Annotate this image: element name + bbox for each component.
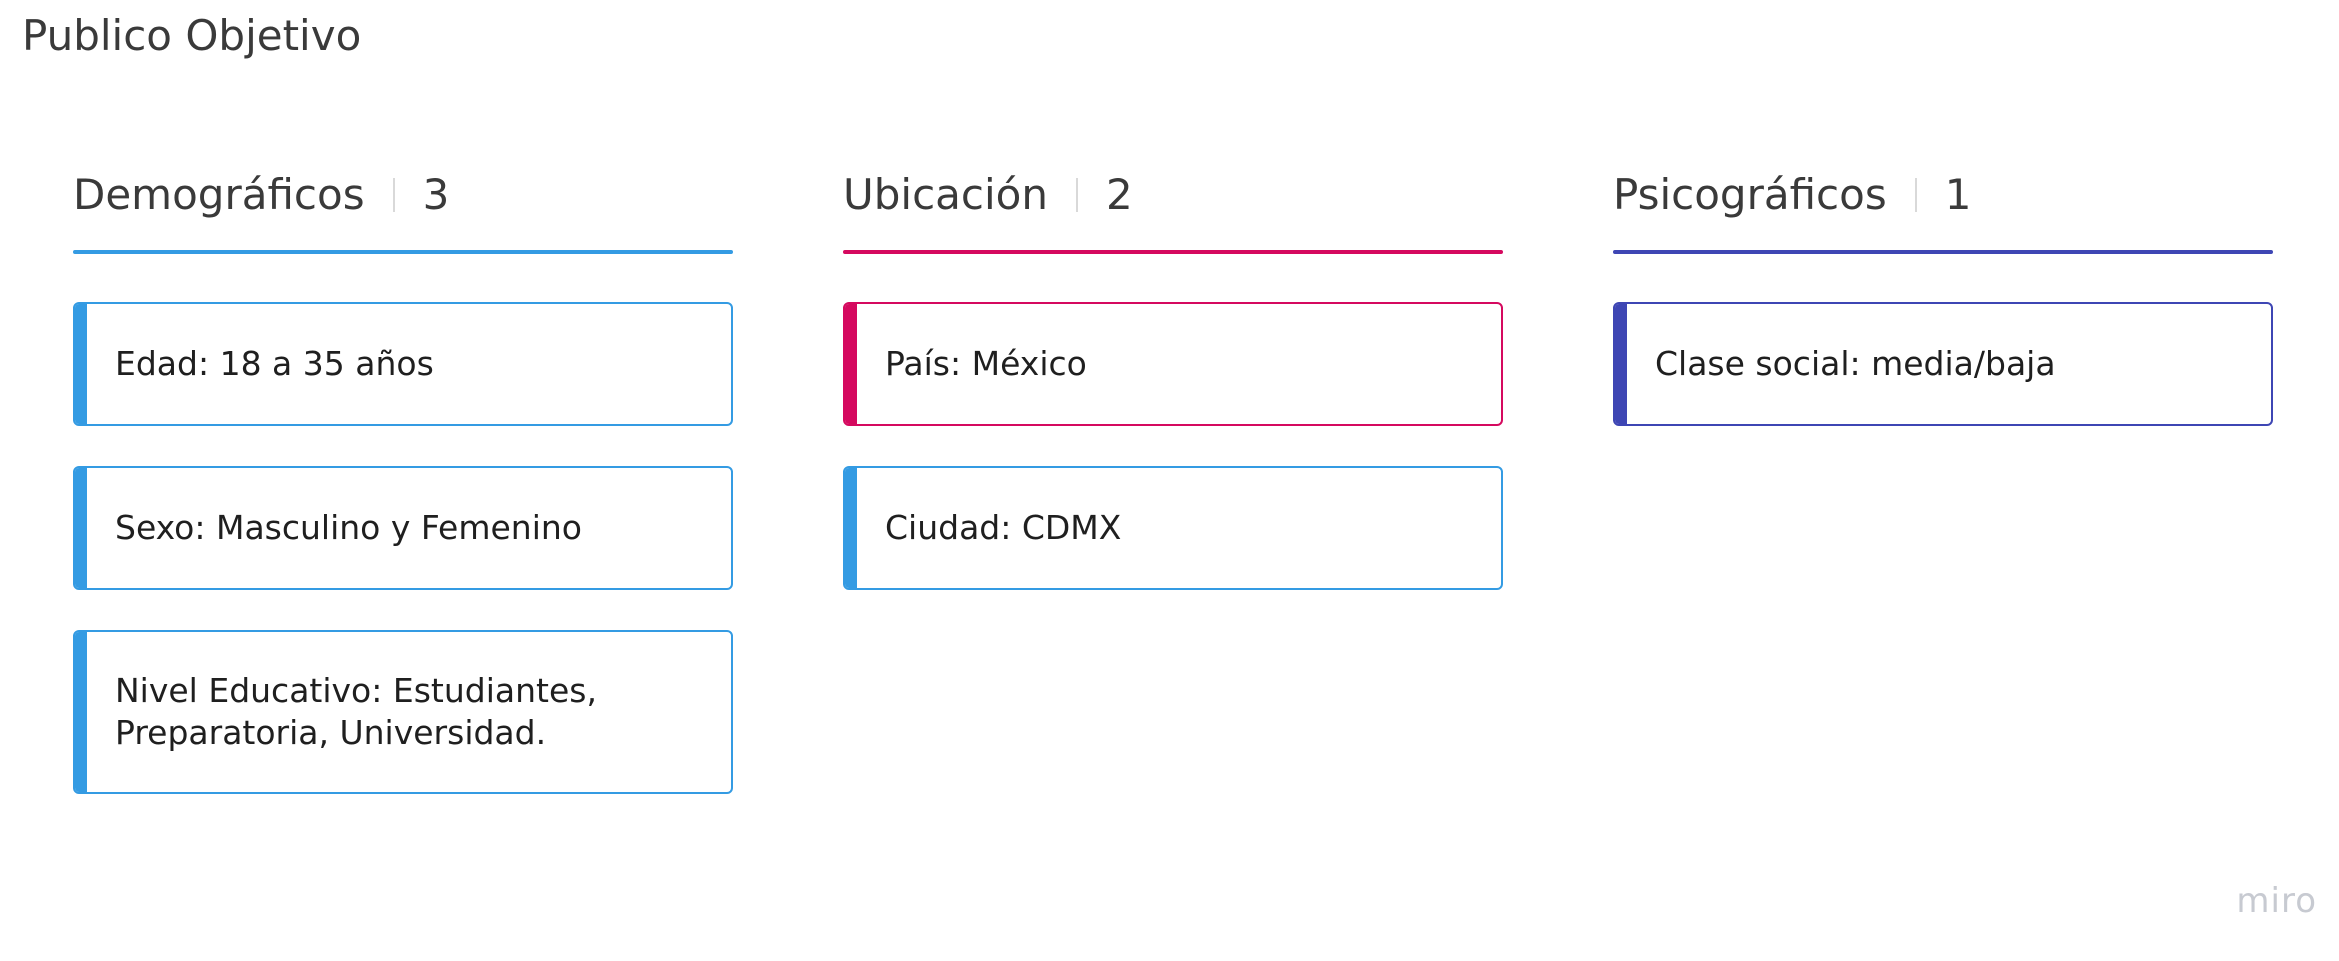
column-header[interactable]: Demográficos 3	[73, 140, 733, 250]
card[interactable]: Clase social: media/baja	[1613, 302, 2273, 426]
column-accent-rule	[843, 250, 1503, 254]
card-color-stripe	[75, 632, 87, 792]
card[interactable]: Edad: 18 a 35 años	[73, 302, 733, 426]
card-text: Clase social: media/baja	[1655, 344, 2056, 383]
card-color-stripe	[75, 304, 87, 424]
card-text: Edad: 18 a 35 años	[115, 344, 434, 383]
column-card-count: 3	[422, 170, 450, 219]
column-header[interactable]: Psicográficos 1	[1613, 140, 2273, 250]
card-text: Ciudad: CDMX	[885, 508, 1122, 547]
board-title: Publico Objetivo	[22, 11, 362, 60]
card-text: Sexo: Masculino y Femenino	[115, 508, 582, 547]
miro-watermark-logo: miro	[2236, 881, 2317, 921]
header-divider	[1914, 178, 1917, 212]
column-psicograficos: Psicográficos 1 Clase social: media/baja	[1613, 140, 2273, 466]
card-color-stripe	[75, 468, 87, 588]
card[interactable]: Ciudad: CDMX	[843, 466, 1503, 590]
column-ubicacion: Ubicación 2 País: México Ciudad: CDMX	[843, 140, 1503, 630]
card-color-stripe	[1615, 304, 1627, 424]
column-demograficos: Demográficos 3 Edad: 18 a 35 años Sexo: …	[73, 140, 733, 834]
card-list: País: México Ciudad: CDMX	[843, 302, 1503, 590]
card-color-stripe	[845, 304, 857, 424]
card[interactable]: Nivel Educativo: Estudiantes, Preparator…	[73, 630, 733, 794]
card-color-stripe	[845, 468, 857, 588]
column-card-count: 2	[1105, 170, 1133, 219]
column-title: Psicográficos	[1613, 170, 1887, 219]
column-accent-rule	[73, 250, 733, 254]
column-card-count: 1	[1944, 170, 1972, 219]
header-divider	[1075, 178, 1078, 212]
column-title: Demográficos	[73, 170, 365, 219]
column-title: Ubicación	[843, 170, 1048, 219]
header-divider	[392, 178, 395, 212]
card-list: Clase social: media/baja	[1613, 302, 2273, 426]
card[interactable]: País: México	[843, 302, 1503, 426]
card-list: Edad: 18 a 35 años Sexo: Masculino y Fem…	[73, 302, 733, 794]
column-header[interactable]: Ubicación 2	[843, 140, 1503, 250]
column-accent-rule	[1613, 250, 2273, 254]
card-text: Nivel Educativo: Estudiantes, Preparator…	[115, 671, 597, 752]
card[interactable]: Sexo: Masculino y Femenino	[73, 466, 733, 590]
card-text: País: México	[885, 344, 1087, 383]
